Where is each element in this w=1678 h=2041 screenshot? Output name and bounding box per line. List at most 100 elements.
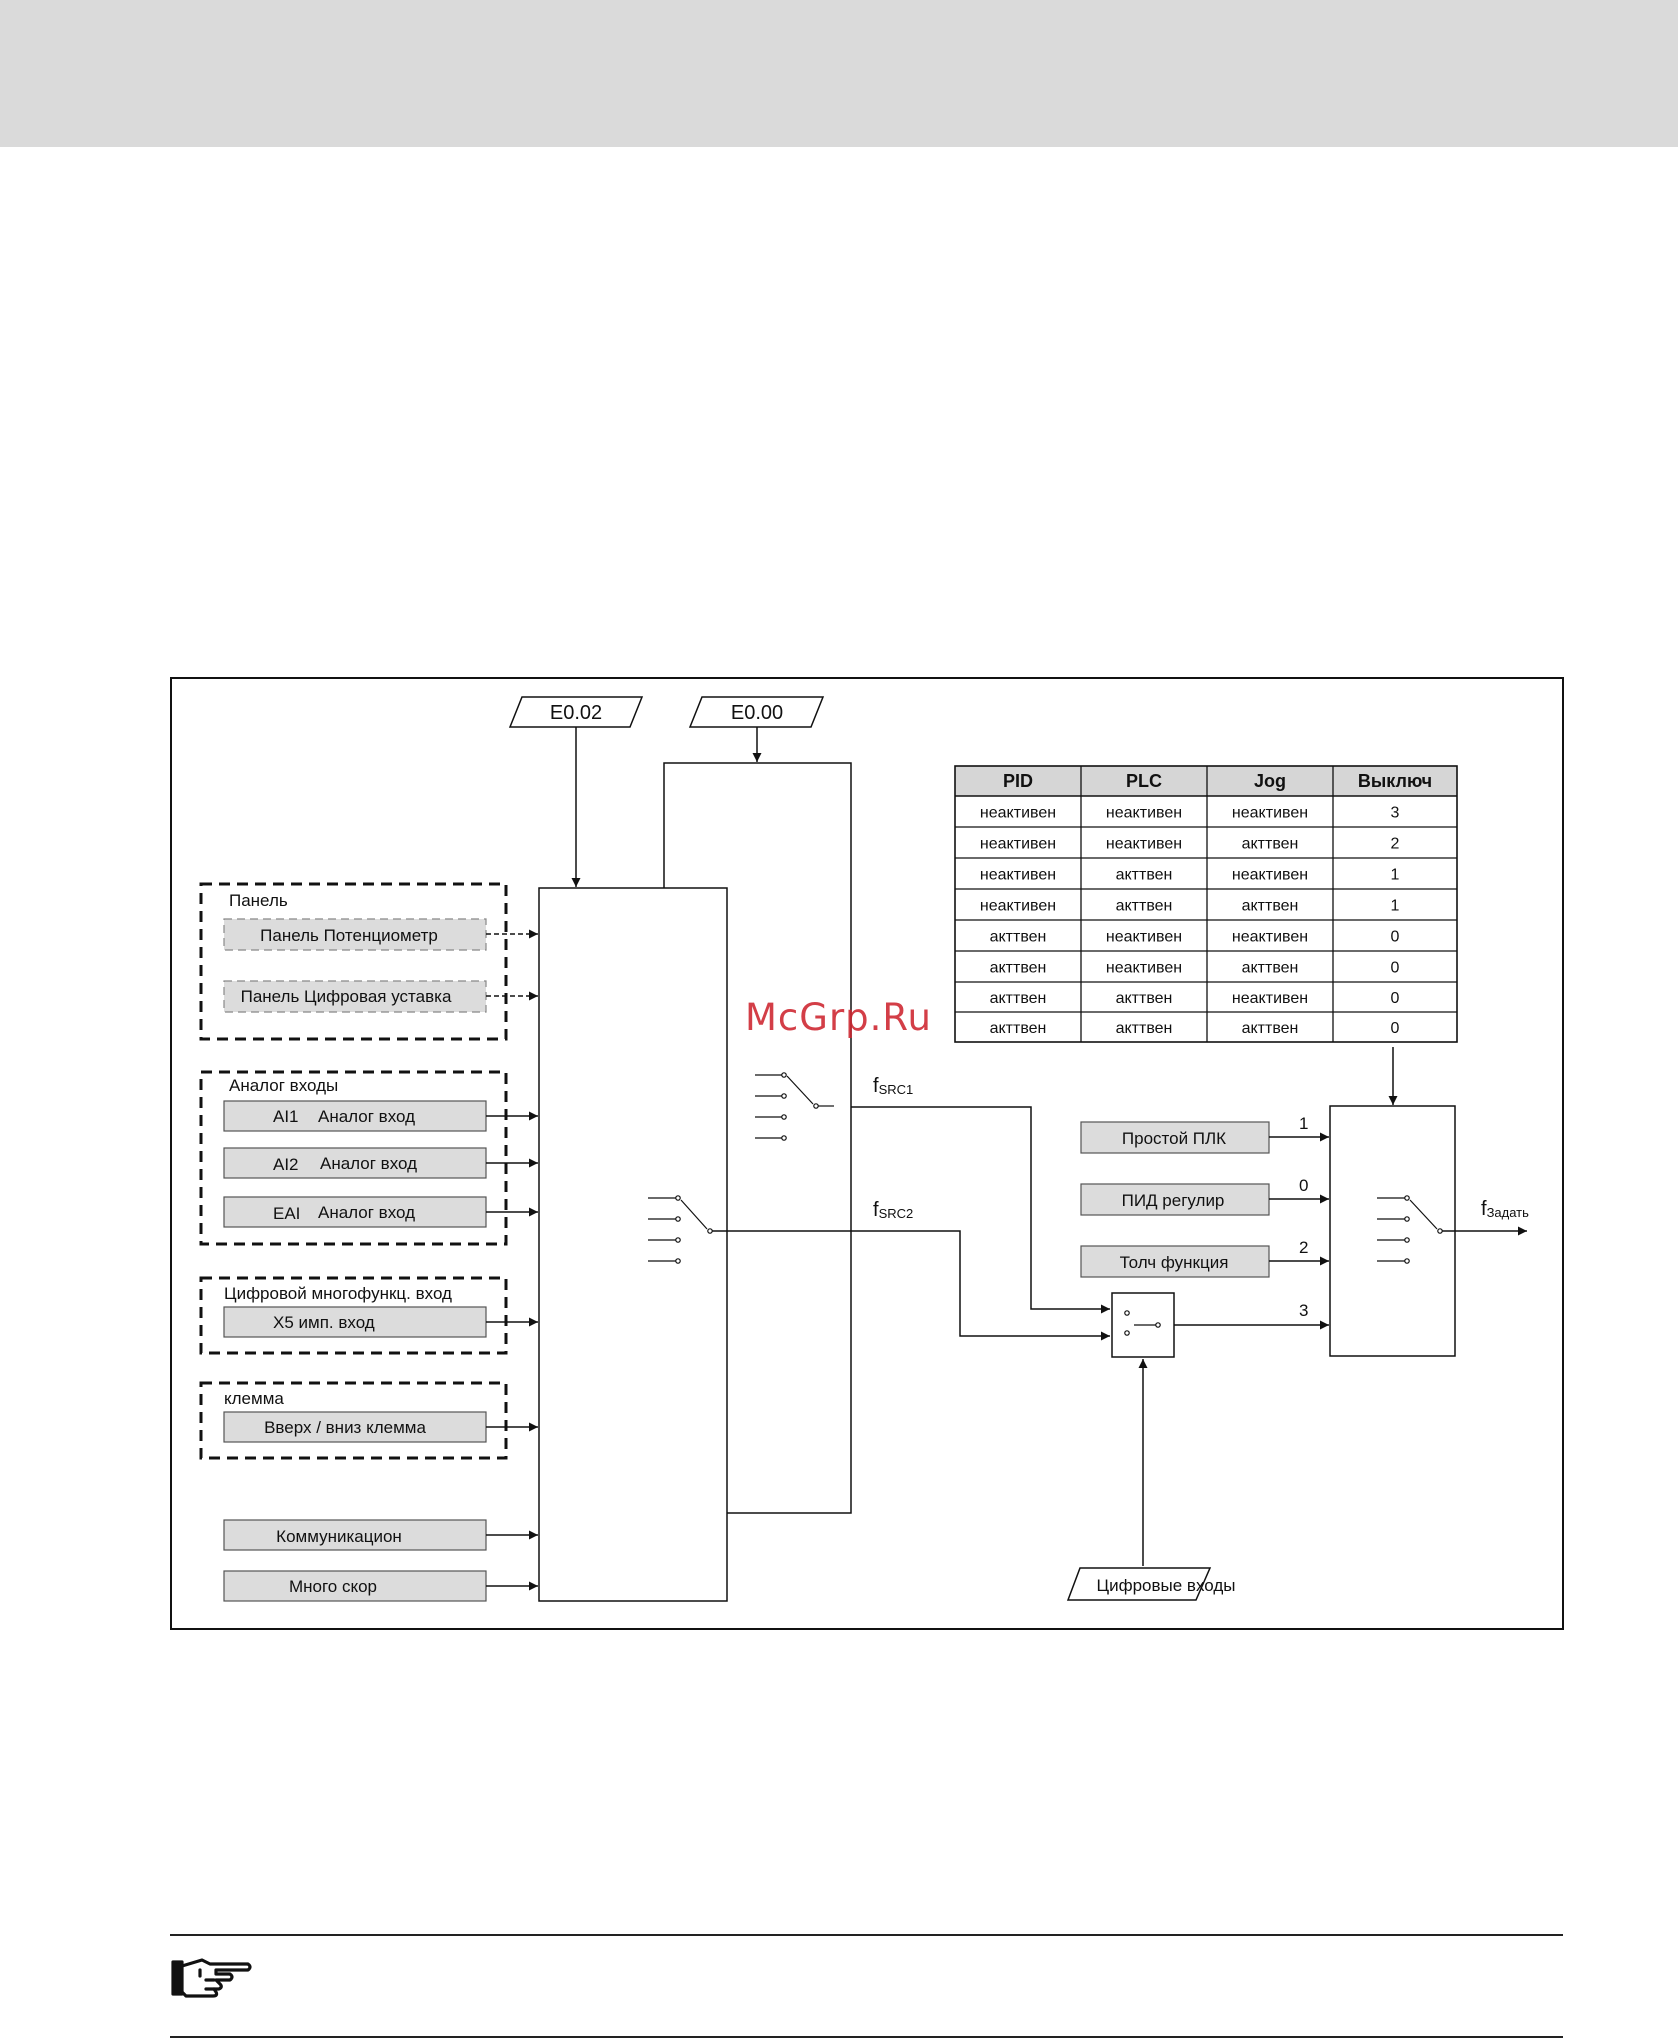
param-e000-label: E0.00 bbox=[731, 702, 783, 724]
note-rule-top bbox=[170, 1934, 1563, 1936]
digital-inputs-param bbox=[1066, 1567, 1212, 1601]
jog-function-box bbox=[1080, 1245, 1270, 1278]
table-cell: акттвен bbox=[990, 960, 1047, 977]
simple-plc-box bbox=[1080, 1121, 1270, 1154]
fsrc1-line bbox=[851, 1106, 1110, 1314]
table-cell: 0 bbox=[1391, 929, 1400, 946]
table-cell: акттвен bbox=[1116, 898, 1173, 915]
eai-label: Аналог вход bbox=[318, 1203, 415, 1222]
multi-speed-box bbox=[223, 1570, 487, 1602]
table-cell: акттвен bbox=[1116, 990, 1173, 1007]
table-header-cell: Jog bbox=[1254, 771, 1286, 791]
panel-potentiometer-label: Панель Потенциометр bbox=[260, 926, 438, 945]
ai2-box bbox=[223, 1147, 487, 1179]
source1-switch-icon bbox=[755, 1072, 834, 1141]
table-cell: неактивен bbox=[980, 867, 1056, 884]
table-cell: 0 bbox=[1391, 990, 1400, 1007]
table-header-cell: Выключ bbox=[1358, 771, 1432, 791]
table-cell: неактивен bbox=[1232, 929, 1308, 946]
table-cell: неактивен bbox=[1106, 836, 1182, 853]
ai1-id: AI1 bbox=[273, 1107, 299, 1126]
ai2-id: AI2 bbox=[273, 1155, 299, 1174]
digital-inputs-label: Цифровые входы bbox=[1097, 1576, 1236, 1595]
combination-value: 3 bbox=[1299, 1301, 1308, 1320]
selector-block-1 bbox=[663, 762, 852, 1514]
diagram-frame bbox=[170, 677, 1564, 1630]
table-cell: неактивен bbox=[1232, 867, 1308, 884]
jog-function-value: 2 bbox=[1299, 1238, 1308, 1257]
table-cell: 1 bbox=[1391, 867, 1400, 884]
param-e002: E0.02 bbox=[508, 696, 644, 728]
table-cell: неактивен bbox=[1232, 990, 1308, 1007]
table-cell: 1 bbox=[1391, 898, 1400, 915]
analog-group bbox=[199, 1070, 508, 1246]
ai1-box bbox=[223, 1100, 487, 1132]
pid-regulator-label: ПИД регулир bbox=[1122, 1191, 1225, 1210]
fsrc2-line bbox=[712, 1230, 1110, 1341]
logic-table: PID PLC Jog Выключ неактивен неактивен неактив… bbox=[954, 765, 1458, 1043]
panel-digital-setpoint-label: Панель Цифровая уставка bbox=[241, 987, 452, 1006]
table-header-cell: PLC bbox=[1126, 771, 1162, 791]
eai-id: EAI bbox=[273, 1204, 300, 1223]
param-e002-label: E0.02 bbox=[550, 702, 602, 724]
table-cell: неактивен bbox=[980, 805, 1056, 822]
simple-plc-value: 1 bbox=[1299, 1114, 1308, 1133]
table-cell: 0 bbox=[1391, 1020, 1400, 1037]
fsrc1-label: fSRC1 bbox=[873, 1075, 913, 1097]
panel-digital-setpoint-box bbox=[223, 980, 487, 1013]
panel-group bbox=[199, 882, 508, 1041]
analog-group-title: Аналог входы bbox=[229, 1076, 338, 1095]
multi-speed-label: Много скор bbox=[289, 1577, 377, 1596]
simple-plc-label: Простой ПЛК bbox=[1122, 1129, 1226, 1148]
combination-switch-icon bbox=[1124, 1310, 1161, 1336]
table-cell: 3 bbox=[1391, 805, 1400, 822]
header-band bbox=[0, 0, 1678, 147]
note-rule-bottom bbox=[170, 2036, 1563, 2038]
digital-group-title: Цифровой многофункц. вход bbox=[224, 1284, 452, 1303]
table-cell: неактивен bbox=[1106, 960, 1182, 977]
ai2-label: Аналог вход bbox=[320, 1154, 417, 1173]
table-border bbox=[954, 765, 1458, 1043]
table-cell: акттвен bbox=[990, 1020, 1047, 1037]
ai1-label: Аналог вход bbox=[318, 1107, 415, 1126]
table-header-row bbox=[955, 766, 1457, 796]
table-cell: акттвен bbox=[1116, 867, 1173, 884]
table-cell: неактивен bbox=[980, 836, 1056, 853]
table-cell: акттвен bbox=[1116, 1020, 1173, 1037]
pid-regulator-value: 0 bbox=[1299, 1176, 1308, 1195]
table-cell: неактивен bbox=[1106, 929, 1182, 946]
table-cell: акттвен bbox=[1242, 960, 1299, 977]
fset-label: fЗадать bbox=[1481, 1198, 1529, 1220]
table-cell: акттвен bbox=[1242, 1020, 1299, 1037]
terminal-group-title: клемма bbox=[224, 1389, 284, 1408]
table-cell: акттвен bbox=[990, 990, 1047, 1007]
table-header-cell: PID bbox=[1003, 771, 1033, 791]
table-cell: неактивен bbox=[980, 898, 1056, 915]
source2-switch-icon bbox=[648, 1195, 713, 1264]
table-cell: акттвен bbox=[990, 929, 1047, 946]
x5-pulse-input-label: X5 имп. вход bbox=[273, 1313, 375, 1332]
watermark: McGrp.Ru bbox=[745, 996, 932, 1039]
communication-label: Коммуникацион bbox=[276, 1527, 402, 1546]
table-cell: акттвен bbox=[1242, 898, 1299, 915]
table-cell: 2 bbox=[1391, 836, 1400, 853]
pointing-hand-icon bbox=[171, 1958, 252, 1998]
communication-box bbox=[223, 1519, 487, 1551]
pid-regulator-box bbox=[1080, 1183, 1270, 1216]
table-cell: 0 bbox=[1391, 960, 1400, 977]
jog-function-label: Толч функция bbox=[1120, 1253, 1229, 1272]
fsrc2-label: fSRC2 bbox=[873, 1199, 913, 1221]
table-cell: акттвен bbox=[1242, 836, 1299, 853]
final-switch-icon bbox=[1377, 1195, 1443, 1264]
up-down-terminal-label: Вверх / вниз клемма bbox=[264, 1418, 426, 1437]
param-e000: E0.00 bbox=[688, 696, 825, 728]
selector-block-2 bbox=[538, 887, 728, 1602]
final-selector-block bbox=[1329, 1105, 1456, 1357]
table-cell: неактивен bbox=[1106, 805, 1182, 822]
up-down-terminal-box bbox=[223, 1411, 487, 1443]
terminal-group bbox=[199, 1381, 508, 1460]
panel-group-title: Панель bbox=[229, 891, 288, 910]
digital-group bbox=[199, 1276, 508, 1355]
table-cell: неактивен bbox=[1232, 805, 1308, 822]
